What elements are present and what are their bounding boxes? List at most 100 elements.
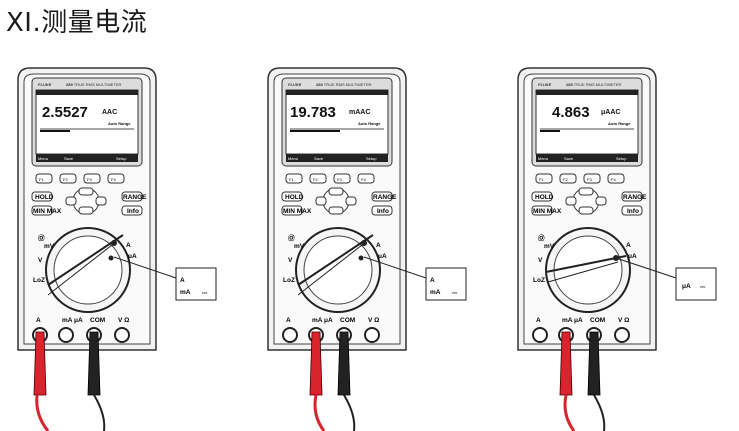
black-test-lead (587, 331, 606, 431)
svg-text:F4: F4 (611, 177, 616, 182)
multimeter-illustration: FLUKE 289 TRUE RMS MULTIMETER 2.5527 AAC… (17, 67, 217, 431)
svg-text:A: A (126, 242, 131, 249)
softkey-setup[interactable]: Setup (366, 156, 377, 161)
svg-text:289 TRUE RMS MULTIMETER: 289 TRUE RMS MULTIMETER (316, 82, 372, 87)
multimeter-1: FLUKE 289 TRUE RMS MULTIMETER 2.5527 AAC… (8, 60, 236, 431)
svg-text:F3: F3 (337, 177, 342, 182)
svg-text:HOLD: HOLD (535, 194, 554, 201)
function-keys[interactable]: F1 F2 F3 F4 (535, 173, 625, 184)
auto-range-label: Auto Range (108, 121, 131, 126)
multimeter-illustration: FLUKE 289 TRUE RMS MULTIMETER 19.783 mA A… (267, 67, 467, 431)
minmax-button[interactable] (531, 205, 553, 216)
jack-v[interactable] (364, 327, 380, 343)
softkey-setup[interactable]: Setup (616, 156, 627, 161)
jack-v[interactable] (614, 327, 630, 343)
svg-text:F2: F2 (313, 177, 318, 182)
svg-text:Auto Range: Auto Range (358, 121, 381, 126)
svg-text:V: V (38, 257, 43, 264)
hold-button[interactable] (531, 191, 553, 202)
svg-text:F1: F1 (539, 177, 544, 182)
softkey-save[interactable]: Save (64, 156, 74, 161)
info-button[interactable] (621, 205, 643, 216)
red-test-lead (559, 331, 576, 431)
svg-text:F1: F1 (289, 177, 294, 182)
range-button[interactable] (121, 191, 143, 202)
svg-text:A: A (536, 317, 541, 324)
jack-v[interactable] (114, 327, 130, 343)
reading-unit: AAC (102, 109, 117, 116)
svg-text:F4: F4 (361, 177, 366, 182)
svg-text:COM: COM (590, 317, 605, 324)
red-test-lead (33, 331, 50, 431)
svg-text:RANGE: RANGE (123, 194, 147, 201)
brand-logo: FLUKE (38, 82, 52, 87)
svg-text:MIN MAX: MIN MAX (533, 208, 562, 215)
brand-logo: FLUKE (288, 82, 302, 87)
svg-text:Ⓞ: Ⓞ (38, 233, 45, 242)
svg-text:LoZ: LoZ (533, 277, 545, 284)
rotary-dial[interactable] (295, 227, 381, 313)
hold-button[interactable] (281, 191, 303, 202)
svg-text:V: V (288, 257, 293, 264)
softkey-menu[interactable]: Menu (38, 156, 48, 161)
svg-text:HOLD: HOLD (285, 194, 304, 201)
svg-text:Auto Range: Auto Range (608, 121, 631, 126)
callout-box (425, 267, 467, 301)
svg-text:F2: F2 (563, 177, 568, 182)
reading-value: 19.783 (290, 104, 336, 121)
function-keys[interactable]: F1 F2 F3 F4 (35, 173, 125, 184)
svg-text:F1: F1 (39, 177, 44, 182)
jack-a[interactable] (532, 327, 548, 343)
svg-text:Info: Info (627, 208, 639, 215)
jack-ma[interactable] (58, 327, 74, 343)
brand-logo: FLUKE (538, 82, 552, 87)
svg-text:V Ω: V Ω (118, 317, 129, 324)
softkey-menu[interactable]: Menu (538, 156, 548, 161)
svg-text:A: A (36, 317, 41, 324)
rotary-dial[interactable] (45, 227, 131, 313)
reading-value: 2.5527 (42, 104, 88, 121)
black-test-lead (87, 331, 106, 431)
navigation-pad[interactable] (315, 187, 357, 215)
reading-unit: μAAC (601, 109, 620, 116)
svg-text:Info: Info (377, 208, 389, 215)
svg-text:μA: μA (682, 283, 691, 290)
minmax-button[interactable] (281, 205, 303, 216)
svg-text:F3: F3 (587, 177, 592, 182)
svg-text:⎓: ⎓ (202, 290, 208, 297)
svg-text:MIN MAX: MIN MAX (283, 208, 312, 215)
softkey-menu[interactable]: Menu (288, 156, 298, 161)
svg-text:mA: mA (430, 289, 441, 296)
softkey-setup[interactable]: Setup (116, 156, 127, 161)
svg-text:μA: μA (628, 253, 637, 260)
svg-text:F2: F2 (63, 177, 68, 182)
minmax-button[interactable] (31, 205, 53, 216)
svg-text:A: A (286, 317, 291, 324)
svg-text:COM: COM (90, 317, 105, 324)
svg-text:A: A (626, 242, 631, 249)
info-button[interactable] (121, 205, 143, 216)
softkey-save[interactable]: Save (314, 156, 324, 161)
svg-text:LoZ: LoZ (33, 277, 45, 284)
hold-button[interactable] (31, 191, 53, 202)
svg-text:mA μA: mA μA (62, 317, 83, 324)
svg-text:COM: COM (340, 317, 355, 324)
jack-a[interactable] (282, 327, 298, 343)
function-keys[interactable]: F1 F2 F3 F4 (285, 173, 375, 184)
svg-text:F3: F3 (87, 177, 92, 182)
svg-text:μA: μA (378, 253, 387, 260)
svg-text:mV: mV (44, 243, 55, 250)
range-button[interactable] (371, 191, 393, 202)
svg-text:mA: mA (180, 289, 191, 296)
svg-text:V Ω: V Ω (618, 317, 629, 324)
softkey-save[interactable]: Save (564, 156, 574, 161)
range-button[interactable] (621, 191, 643, 202)
svg-text:mA μA: mA μA (562, 317, 583, 324)
svg-text:Info: Info (127, 208, 139, 215)
svg-text:V: V (538, 257, 543, 264)
reading-value: 4.863 (552, 104, 590, 121)
navigation-pad[interactable] (565, 187, 607, 215)
info-button[interactable] (371, 205, 393, 216)
rotary-dial[interactable] (545, 227, 631, 313)
navigation-pad[interactable] (65, 187, 107, 215)
